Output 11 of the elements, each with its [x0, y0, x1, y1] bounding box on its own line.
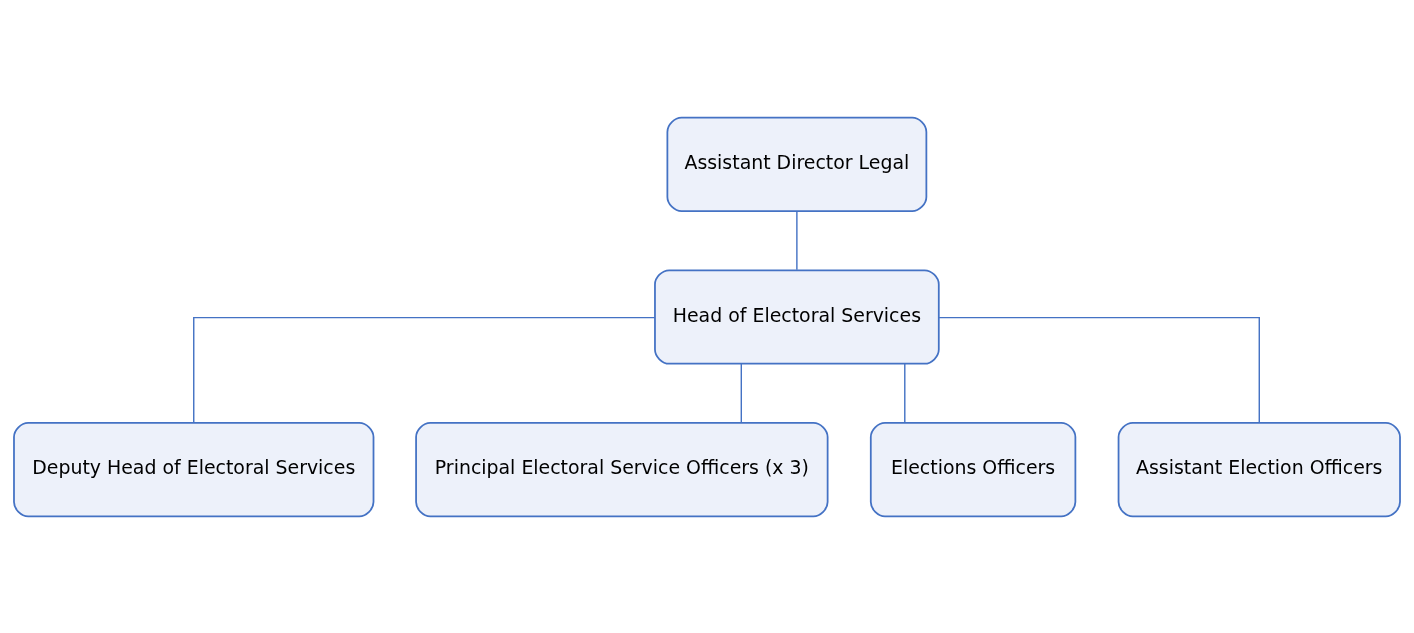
node-box: Assistant Director Legal [666, 116, 928, 212]
node-box: Assistant Election Officers [1117, 421, 1401, 517]
connector [938, 316, 1260, 423]
node-box: Principal Electoral Service Officers (x 3) [415, 421, 829, 517]
connector [796, 210, 798, 271]
connector [193, 316, 656, 423]
node-box: Deputy Head of Electoral Services [13, 421, 375, 517]
node-box: Head of Electoral Services [654, 268, 940, 365]
connector [904, 362, 906, 423]
node-box: Elections Officers [869, 421, 1077, 517]
connector [740, 362, 742, 423]
